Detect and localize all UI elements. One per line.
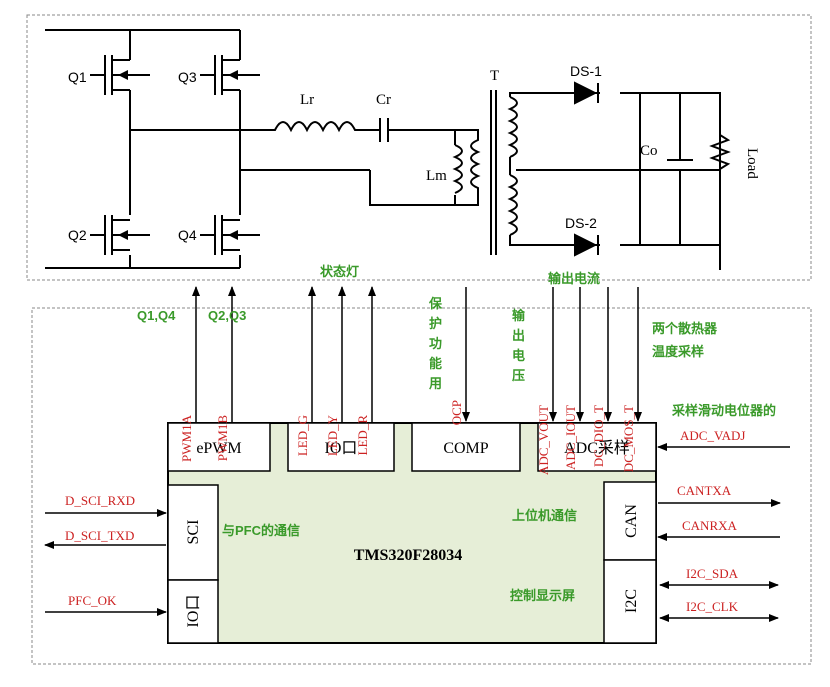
svg-text:出: 出 [512, 328, 525, 343]
label-lm: Lm [426, 168, 447, 184]
label-ds2: DS-2 [565, 215, 597, 231]
svg-text:功: 功 [429, 336, 442, 351]
block-sci-label: SCI [185, 520, 202, 545]
sig-i2c-sda: I2C_SDA [686, 566, 739, 581]
block-i2c [603, 559, 657, 644]
block-can [603, 481, 657, 561]
sig-adc-vout: ADC_VOUT [536, 405, 551, 475]
note-display: 控制显示屏 [510, 588, 575, 603]
label-q1: Q1 [68, 69, 87, 85]
full-bridge [45, 29, 370, 269]
note-out-voltage: 输 出 电 压 [512, 308, 526, 383]
block-epwm [167, 422, 271, 472]
power-stage-frame [26, 14, 812, 281]
svg-text:输: 输 [512, 308, 526, 323]
note-protect: 保 护 功 能 用 [428, 296, 443, 391]
block-io-left-label: IO口 [185, 595, 202, 628]
block-io-top-label: IO口 [325, 440, 358, 457]
control-frame [31, 307, 812, 665]
note-pot: 采样滑动电位器的 [671, 403, 776, 418]
sig-d-sci-rxd: D_SCI_RXD [65, 493, 135, 508]
block-comp-label: COMP [443, 440, 488, 457]
block-sci [167, 484, 219, 581]
svg-text:保: 保 [428, 296, 443, 311]
note-status-led: 状态灯 [320, 264, 359, 279]
sig-pwm1a: PWM1A [179, 414, 194, 462]
sig-led-g: LED_G [295, 415, 310, 456]
sig-dc-dio-t: DC_DIO_T [591, 405, 606, 467]
switch-q3 [200, 55, 260, 95]
svg-text:压: 压 [512, 368, 525, 383]
svg-text:能: 能 [429, 356, 442, 371]
block-epwm-label: ePWM [196, 440, 241, 457]
note-host-comm: 上位机通信 [512, 508, 577, 523]
sig-adc-iout: ADC_IOUT [563, 405, 578, 470]
note-out-current: 输出电流 [548, 271, 600, 286]
sig-led-r: LED_R [355, 415, 370, 456]
sig-dc-mos-t: DC_MOS_T [621, 405, 636, 472]
label-co: Co [640, 143, 658, 159]
label-load: Load [744, 148, 760, 179]
switch-q4 [200, 215, 260, 255]
note-pfc-comm: 与PFC的通信 [222, 523, 300, 538]
sig-adc-vadj: ADC_VADJ [680, 428, 746, 443]
block-i2c-label: I2C [623, 589, 640, 613]
sig-i2c-clk: I2C_CLK [686, 599, 739, 614]
sig-led-y: LED_Y [325, 414, 340, 456]
label-q2: Q2 [68, 227, 87, 243]
svg-text:护: 护 [429, 316, 442, 331]
chip-name: TMS320F28034 [354, 547, 462, 564]
note-q14: Q1,Q4 [137, 308, 176, 323]
block-adc [537, 422, 657, 472]
sig-d-sci-txd: D_SCI_TXD [65, 528, 134, 543]
label-lr: Lr [300, 92, 314, 108]
note-heatsink-2: 温度采样 [652, 344, 704, 359]
sig-ocp: OCP [449, 400, 464, 425]
sig-pfc-ok: PFC_OK [68, 593, 117, 608]
block-comp [411, 422, 521, 472]
block-can-label: CAN [623, 504, 640, 538]
label-ds1: DS-1 [570, 63, 602, 79]
block-adc-label: ADC采样 [564, 439, 630, 457]
note-q23: Q2,Q3 [208, 308, 246, 323]
label-q3: Q3 [178, 69, 197, 85]
label-cr: Cr [376, 92, 391, 108]
svg-text:电: 电 [512, 348, 525, 363]
note-heatsink-1: 两个散热器 [652, 321, 718, 336]
sig-pwm1b: PWM1B [215, 415, 230, 462]
block-io-left [167, 579, 219, 644]
svg-text:用: 用 [428, 376, 442, 391]
label-t: T [490, 68, 499, 84]
block-io-top [287, 422, 395, 472]
sig-cantxa: CANTXA [677, 483, 732, 498]
sig-canrxa: CANRXA [682, 518, 738, 533]
label-q4: Q4 [178, 227, 197, 243]
resonant-tank [270, 90, 731, 270]
